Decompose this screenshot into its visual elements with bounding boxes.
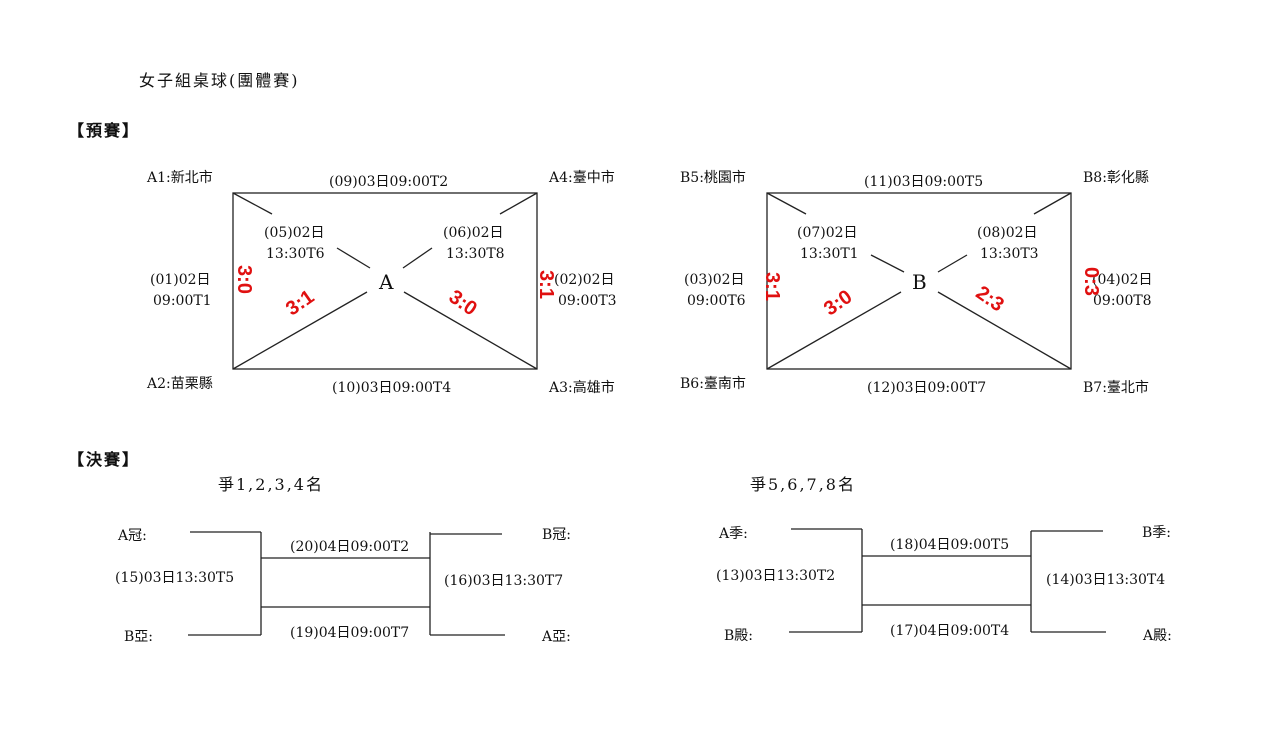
final-low-heading: 爭5,6,7,8名 bbox=[750, 475, 856, 494]
pool-a-match-06-date: (06)02日 bbox=[443, 225, 504, 241]
pool-b-diag-tl bbox=[766, 192, 807, 215]
final-top-heading: 爭1,2,3,4名 bbox=[218, 475, 324, 494]
final-top-match-20: (20)04日09:00T2 bbox=[290, 539, 410, 555]
pool-b-team-b8: B8:彰化縣 bbox=[1083, 170, 1149, 186]
pool-b-team-b6: B6:臺南市 bbox=[680, 376, 746, 392]
prelim-section-label: 【預賽】 bbox=[68, 121, 141, 140]
pool-b-diag-tl-inner bbox=[870, 254, 905, 273]
pool-b-diag-tr-inner bbox=[937, 254, 968, 273]
pool-b-match-07-time: 13:30T1 bbox=[800, 246, 859, 262]
final-top-match-15: (15)03日13:30T5 bbox=[115, 570, 235, 586]
pool-b-box bbox=[766, 192, 1072, 370]
pool-b-match-07-date: (07)02日 bbox=[797, 225, 858, 241]
final-low-match-18: (18)04日09:00T5 bbox=[890, 537, 1010, 553]
pool-b-match-12: (12)03日09:00T7 bbox=[867, 380, 987, 396]
pool-b-match-11: (11)03日09:00T5 bbox=[864, 174, 984, 190]
pool-a-match-02-date: (02)02日 bbox=[554, 272, 615, 288]
pool-a-letter: A bbox=[379, 270, 394, 294]
pool-a-score-02: 3:1 bbox=[534, 270, 557, 299]
pool-a-team-a1: A1:新北市 bbox=[147, 170, 213, 186]
final-low-seed-b-third: B季: bbox=[1142, 525, 1172, 541]
pool-b-match-04-time: 09:00T8 bbox=[1093, 293, 1152, 309]
pool-a-match-09: (09)03日09:00T2 bbox=[329, 174, 449, 190]
pool-a-team-a2: A2:苗栗縣 bbox=[147, 376, 213, 392]
pool-b-score-03: 3:1 bbox=[760, 272, 783, 301]
pool-a-diag-tr-inner bbox=[402, 247, 433, 269]
pool-a-team-a4: A4:臺中市 bbox=[549, 170, 615, 186]
pool-a-match-05-time: 13:30T6 bbox=[266, 246, 325, 262]
pool-b-match-08-date: (08)02日 bbox=[977, 225, 1038, 241]
final-section-label: 【決賽】 bbox=[68, 450, 141, 469]
pool-a-match-02-time: 09:00T3 bbox=[558, 293, 617, 309]
pool-b-team-b7: B7:臺北市 bbox=[1083, 380, 1149, 396]
pool-a-match-10: (10)03日09:00T4 bbox=[332, 380, 452, 396]
pool-a-diag-tl-inner bbox=[336, 247, 371, 269]
pool-b-match-03-date: (03)02日 bbox=[684, 272, 745, 288]
final-top-seed-a-runner: A亞: bbox=[542, 629, 571, 645]
pool-a-match-05-date: (05)02日 bbox=[264, 225, 325, 241]
pool-a-box bbox=[232, 192, 538, 370]
final-low-match-13: (13)03日13:30T2 bbox=[716, 568, 836, 584]
pool-a-diag-bl bbox=[232, 291, 368, 370]
pool-a-match-01-time: 09:00T1 bbox=[153, 293, 212, 309]
pool-a-match-06-time: 13:30T8 bbox=[446, 246, 505, 262]
final-top-seed-b-runner: B亞: bbox=[124, 629, 154, 645]
pool-a-diag-tr bbox=[499, 192, 538, 215]
page-title: 女子組桌球(團體賽) bbox=[139, 71, 300, 90]
pool-a-diag-tl bbox=[232, 192, 273, 215]
final-top-match-19: (19)04日09:00T7 bbox=[290, 625, 410, 641]
pool-b-letter: B bbox=[912, 270, 927, 294]
pool-a-team-a3: A3:高雄市 bbox=[549, 380, 615, 396]
pool-b-team-b5: B5:桃園市 bbox=[680, 170, 746, 186]
pool-b-diag-br bbox=[937, 291, 1072, 370]
final-top-seed-b-champ: B冠: bbox=[542, 527, 572, 543]
pool-a-match-01-date: (01)02日 bbox=[150, 272, 211, 288]
final-low-seed-a-last: A殿: bbox=[1143, 628, 1172, 644]
final-top-seed-a-champ: A冠: bbox=[118, 528, 147, 544]
pool-b-match-03-time: 09:00T6 bbox=[687, 293, 746, 309]
pool-a-diag-br bbox=[403, 291, 538, 370]
final-top-match-16: (16)03日13:30T7 bbox=[444, 573, 564, 589]
final-low-seed-a-third: A季: bbox=[719, 526, 748, 542]
final-low-seed-b-last: B殿: bbox=[724, 628, 754, 644]
pool-b-match-08-time: 13:30T3 bbox=[980, 246, 1039, 262]
pool-a-score-01: 3:0 bbox=[232, 265, 255, 294]
pool-b-score-04: 0:3 bbox=[1079, 267, 1102, 296]
pool-b-diag-bl bbox=[766, 291, 902, 370]
pool-b-diag-tr bbox=[1033, 192, 1072, 215]
final-low-match-17: (17)04日09:00T4 bbox=[890, 623, 1010, 639]
final-low-match-14: (14)03日13:30T4 bbox=[1046, 572, 1166, 588]
pool-b-match-04-date: (04)02日 bbox=[1092, 272, 1153, 288]
